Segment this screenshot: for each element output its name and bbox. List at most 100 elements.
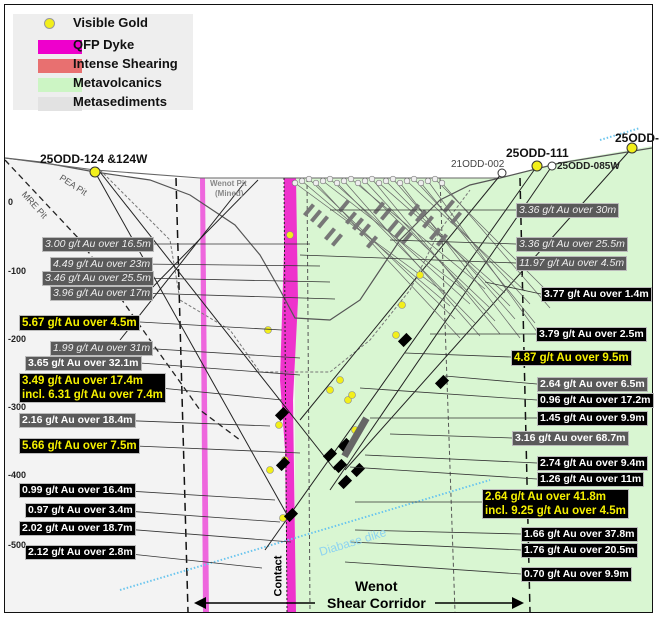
wenot-pit-label: Wenot Pit [210, 179, 247, 188]
leader-line [111, 444, 301, 454]
leader-line [139, 347, 301, 359]
drill-collar [424, 177, 432, 185]
intercept-label: 3.46 g/t Au over 25.5m [42, 271, 154, 286]
leader-line [111, 509, 281, 523]
intercept-label: 3.16 g/t Au over 68.7m [512, 431, 629, 446]
topography-line [4, 147, 653, 321]
depth-tick-label: -400 [8, 470, 27, 480]
contact-label: Contact [272, 555, 285, 597]
drill-collar [326, 175, 334, 183]
shear-dashed-line [439, 177, 456, 613]
mineralized-interval [393, 225, 407, 239]
intercept-label: 2.64 g/t Au over 6.5m [537, 377, 648, 392]
mineralized-interval [428, 227, 442, 241]
intercept-grade: 3.49 g/t Au over 17.4m [22, 375, 144, 387]
mineralized-interval [379, 207, 393, 221]
high-grade-interval [322, 447, 338, 463]
collar-label-25odd-124: 25ODD-124 &124W [40, 152, 148, 166]
intercept-grade: 3.00 g/t Au over 16.5m [45, 238, 151, 250]
leader-line [444, 375, 538, 385]
metavolcanics-swatch [38, 78, 82, 92]
intercept-grade: 0.97 g/t Au over 3.4m [28, 504, 133, 516]
leader-line [139, 277, 331, 283]
drill-collar [417, 179, 425, 187]
intercept-grade: 2.16 g/t Au over 18.4m [22, 414, 133, 426]
intercept-grade: 2.74 g/t Au over 9.4m [540, 457, 645, 469]
intercept-label: 11.97 g/t Au over 4.5m [516, 256, 628, 271]
intercept-grade: 3.96 g/t Au over 17m [53, 287, 151, 299]
intercept-grade: 5.67 g/t Au over 4.5m [22, 317, 137, 329]
intercept-grade: 5.66 g/t Au over 7.5m [22, 440, 137, 452]
collar-label-25odd-085w: 25ODD-085W [557, 161, 620, 172]
corridor-west-boundary [175, 177, 189, 613]
intercept-label: 1.45 g/t Au over 9.9m [537, 411, 648, 426]
high-grade-interval [350, 462, 366, 478]
drill-hole-trace [139, 179, 259, 301]
mineralized-interval [365, 235, 379, 249]
intercept-grade: 3.65 g/t Au over 32.1m [28, 357, 139, 369]
mineralized-interval [323, 227, 337, 241]
intercept-grade: 1.76 g/t Au over 20.5m [524, 544, 635, 556]
leader-line [111, 419, 271, 427]
drill-collar [340, 177, 348, 185]
drill-hole-trace [99, 171, 336, 471]
collar-label-21odd-002: 21ODD-002 [451, 159, 505, 170]
intercept-grade: 1.26 g/t Au over 11m [540, 473, 642, 485]
mineralized-interval [302, 203, 316, 217]
legend: Visible Gold QFP Dyke Intense Shearing M… [13, 14, 193, 111]
mineralized-interval [449, 211, 463, 225]
intercept-grade: 2.64 g/t Au over 6.5m [540, 378, 645, 390]
leader-line [111, 489, 276, 501]
drill-hole-trace [329, 165, 553, 491]
visible-gold-collar [531, 160, 543, 172]
depth-tick-label: -200 [8, 334, 27, 344]
intercept-label: 3.36 g/t Au over 25.5m [516, 237, 628, 252]
drill-collar [497, 168, 507, 178]
visible-gold-marker [344, 396, 352, 404]
intercept-label: 5.66 g/t Au over 7.5m [19, 438, 140, 454]
intercept-label: 3.77 g/t Au over 1.4m [541, 287, 652, 302]
leader-line [404, 352, 512, 358]
intercept-grade: 2.02 g/t Au over 18.7m [22, 522, 133, 534]
visible-gold-icon [44, 18, 55, 29]
mineralized-interval [421, 215, 435, 229]
high-grade-interval [434, 374, 450, 390]
high-grade-interval [337, 474, 353, 490]
collar-label-25odd-111: 25ODD-111 [506, 146, 569, 160]
intercept-label: 0.99 g/t Au over 16.4m [19, 483, 136, 498]
intercept-grade: 3.36 g/t Au over 25.5m [519, 238, 625, 250]
drill-collar [319, 177, 327, 185]
intercept-grade: 3.79 g/t Au over 2.5m [539, 328, 644, 340]
intercept-label: 3.96 g/t Au over 17m [50, 286, 154, 301]
depth-tick-label: -500 [8, 540, 27, 550]
intercept-label: 3.36 g/t Au over 30m [516, 203, 620, 218]
drill-collar [312, 179, 320, 187]
legend-metasediments: Metasediments [73, 94, 167, 109]
drill-collar [375, 179, 383, 187]
metasediments-swatch [38, 97, 82, 111]
mineralized-interval [351, 217, 365, 231]
intercept-label: 3.00 g/t Au over 16.5m [42, 237, 154, 252]
drill-hole-trace [385, 180, 511, 307]
drill-collar [403, 177, 411, 185]
leader-line [354, 529, 522, 535]
intercept-grade: 2.12 g/t Au over 2.8m [28, 546, 133, 558]
mineralized-interval [358, 223, 372, 237]
mineralized-interval [414, 209, 428, 223]
drill-hole-trace [406, 180, 526, 292]
leader-line [139, 321, 283, 331]
drill-hole-trace [399, 182, 521, 339]
intercept-grade: 1.99 g/t Au over 31m [53, 342, 151, 354]
arrow-left-icon [194, 597, 206, 609]
high-grade-interval [274, 406, 290, 422]
mre-pit-outline [4, 159, 241, 441]
drill-collar [354, 179, 362, 187]
diabase-dike-trace [119, 479, 491, 591]
drill-hole-trace [343, 180, 481, 337]
drill-collar [298, 177, 306, 185]
contact-line [283, 177, 288, 613]
intercept-grade: 2.64 g/t Au over 41.8m [485, 491, 607, 503]
intercept-label: 2.16 g/t Au over 18.4m [19, 413, 136, 428]
intercept-label: 4.87 g/t Au over 9.5m [511, 350, 632, 366]
intercept-included-grade: incl. 9.25 g/t Au over 4.5m [485, 505, 626, 517]
